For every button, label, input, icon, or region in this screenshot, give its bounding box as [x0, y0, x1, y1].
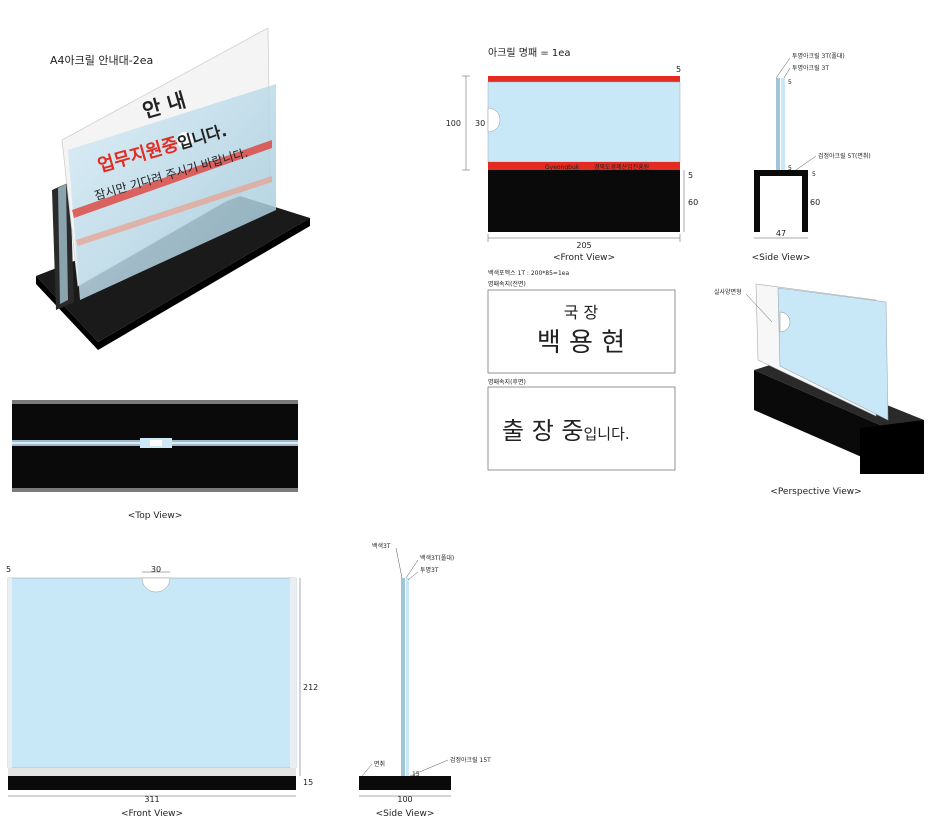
card-front-name: 백 용 현 — [537, 328, 625, 358]
persp-caption: <Perspective View> — [770, 487, 861, 497]
a4-side-label-pole: 백색3T(폴대) — [420, 554, 454, 562]
right-title: 아크릴 명패 = 1ea — [488, 46, 571, 59]
card-back — [487, 386, 676, 471]
nameplate-front-drawing — [462, 75, 685, 242]
a4-side-drawing — [359, 547, 451, 797]
a4-side-dim-100: 100 — [397, 795, 412, 804]
persp-note: 실사양면형 — [714, 288, 742, 296]
a4-side-caption: <Side View> — [376, 809, 435, 819]
nameplate-strip-text: 경북도경제산업진흥원 — [594, 163, 649, 171]
dim-top: 5 — [676, 65, 681, 74]
nameplate-brand: Gyeongbuk — [545, 164, 580, 171]
side-label-clear: 투명아크릴 3T — [792, 64, 829, 72]
a4-dim-notch: 30 — [151, 565, 161, 574]
side-dim-right: 5 — [812, 171, 816, 178]
nameplate-front-caption: <Front View> — [553, 253, 615, 263]
dim-notch: 30 — [475, 119, 485, 128]
a4-side-label-black: 검정아크릴 15T — [450, 756, 491, 764]
a4-front-caption: <Front View> — [121, 809, 183, 819]
left-title: A4아크릴 안내대-2ea — [50, 54, 153, 67]
card-back-text: 출 장 중입니다. — [502, 417, 630, 445]
sign-3d-render — [36, 27, 310, 350]
card-front-title: 국 장 — [564, 303, 599, 322]
a4-dim-side: 5 — [6, 565, 11, 574]
a4-side-dim-15: 15 — [412, 771, 420, 778]
a4-dim-height: 212 — [303, 683, 318, 692]
nameplate-side-drawing — [754, 57, 817, 239]
a4-front-drawing — [7, 571, 301, 797]
card-front — [487, 289, 676, 374]
dim-width: 205 — [576, 241, 591, 250]
top-view-drawing — [12, 400, 298, 492]
perspective-drawing — [745, 283, 924, 474]
nameplate-side-caption: <Side View> — [752, 253, 811, 263]
a4-dim-base: 15 — [303, 778, 313, 787]
card-front-label: 명패속지(전면) — [488, 280, 526, 288]
a4-side-label-white: 백색3T — [372, 542, 391, 550]
side-dim-mid: 5 — [788, 165, 792, 172]
side-label-black: 검정아크릴 5T(면취) — [818, 152, 871, 160]
side-dim-top: 5 — [788, 79, 792, 86]
dim-base-height: 60 — [688, 198, 698, 207]
board-spec: 백색포멕스 1T : 200*85=1ea — [488, 269, 569, 277]
side-dim-width: 47 — [776, 229, 786, 238]
a4-side-label-chamfer: 면취 — [374, 760, 385, 768]
top-view-caption: <Top View> — [128, 511, 183, 521]
dim-strip: 5 — [688, 171, 693, 180]
card-back-label: 명패속지(후면) — [488, 378, 526, 386]
a4-dim-width: 311 — [144, 795, 159, 804]
dim-total-height: 100 — [446, 119, 461, 128]
side-dim-height: 60 — [810, 198, 820, 207]
a4-side-label-clear: 투명3T — [420, 566, 439, 574]
side-label-pole: 투명아크릴 3T(폴대) — [792, 52, 845, 60]
